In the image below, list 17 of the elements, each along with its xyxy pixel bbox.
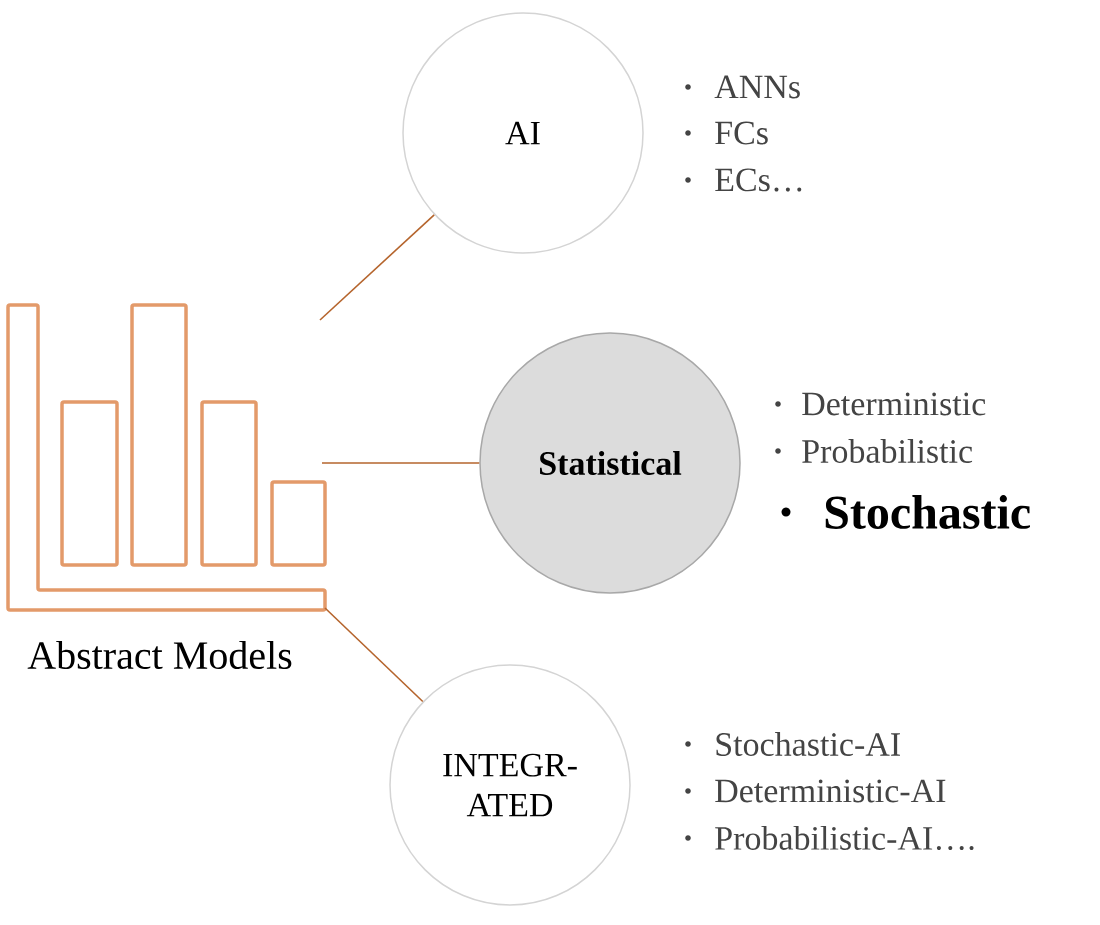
connector-line <box>324 607 424 703</box>
list-item: Probabilistic <box>802 439 973 463</box>
list-item: Stochastic <box>825 495 1030 529</box>
list-item: Probabilistic-AI…. <box>715 825 974 851</box>
circle-node: INTEGR- ATED <box>389 664 631 906</box>
circle-node: AI <box>402 12 644 254</box>
list-item: FCs <box>715 121 768 145</box>
bar-chart-drawing <box>6 303 327 612</box>
list-item: Deterministic <box>802 392 986 416</box>
list-item: Deterministic-AI <box>715 779 946 803</box>
connector-line <box>319 214 435 321</box>
list-item: ECs… <box>715 168 802 192</box>
circle-node: Statistical <box>479 332 741 594</box>
list-item: ANNs <box>714 75 800 99</box>
connector-line <box>321 462 481 464</box>
list-item: Stochastic-AI <box>716 732 900 756</box>
chart-label: Abstract Models <box>27 640 292 670</box>
